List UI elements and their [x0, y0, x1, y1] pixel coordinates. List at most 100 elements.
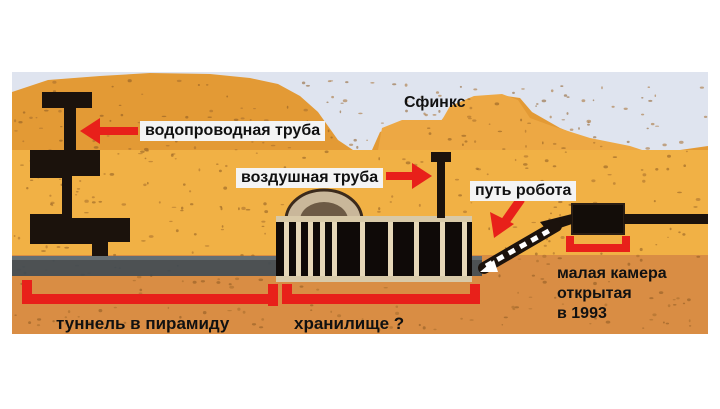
speckle	[58, 109, 62, 113]
speckle	[405, 161, 411, 165]
speckle	[561, 119, 566, 121]
speckle	[552, 252, 555, 255]
speckle	[418, 323, 421, 327]
speckle	[696, 255, 701, 258]
storage-column	[332, 222, 337, 276]
speckle	[35, 117, 38, 119]
speckle	[234, 149, 238, 151]
speckle	[642, 173, 647, 177]
speckle	[225, 164, 228, 168]
speckle	[607, 174, 612, 176]
speckle	[543, 244, 547, 247]
speckle	[566, 96, 570, 98]
speckle	[498, 274, 501, 278]
speckle	[653, 200, 656, 203]
speckle	[358, 112, 363, 115]
speckle	[264, 210, 269, 214]
speckle	[123, 321, 127, 324]
speckle	[667, 304, 671, 308]
speckle	[524, 129, 527, 133]
speckle	[424, 113, 428, 117]
speckle	[237, 307, 241, 311]
speckle	[180, 209, 184, 212]
speckle	[658, 291, 664, 294]
speckle	[558, 200, 563, 204]
speckle	[501, 324, 504, 326]
speckle	[377, 328, 381, 332]
speckle	[91, 201, 96, 204]
speckle	[84, 212, 89, 214]
speckle	[395, 305, 399, 308]
water-pipe-label: водопроводная труба	[140, 121, 326, 141]
speckle	[428, 132, 432, 135]
speckle	[52, 320, 55, 323]
speckle	[589, 323, 592, 325]
speckle	[418, 203, 421, 207]
speckle	[552, 142, 557, 145]
speckle	[472, 119, 477, 122]
speckle	[523, 155, 529, 158]
speckle	[337, 314, 342, 318]
speckle	[378, 207, 381, 211]
speckle	[605, 320, 611, 324]
storage-label: хранилище ?	[294, 314, 405, 333]
speckle	[148, 160, 153, 163]
speckle	[540, 278, 545, 280]
speckle	[512, 226, 518, 229]
speckle	[238, 207, 240, 211]
speckle	[51, 204, 54, 207]
speckle	[405, 109, 408, 113]
speckle	[87, 321, 92, 323]
speckle	[220, 228, 224, 231]
speckle	[176, 79, 182, 83]
speckle	[207, 116, 212, 118]
speckle	[636, 254, 640, 258]
speckle	[395, 311, 400, 315]
speckle	[93, 146, 99, 149]
speckle	[303, 108, 308, 112]
speckle	[136, 275, 142, 279]
speckle	[235, 277, 240, 281]
storage-column	[320, 222, 325, 276]
speckle	[552, 165, 557, 168]
speckle	[181, 280, 184, 283]
speckle	[422, 326, 426, 330]
speckle	[678, 231, 681, 234]
speckle	[420, 96, 423, 98]
speckle	[682, 302, 686, 305]
speckle	[205, 84, 209, 86]
speckle	[253, 108, 256, 110]
speckle	[200, 324, 203, 328]
speckle	[461, 143, 464, 146]
speckle	[561, 303, 565, 305]
speckle	[130, 325, 134, 328]
speckle	[270, 144, 276, 147]
tunnel-label: туннель в пирамиду	[56, 314, 230, 333]
speckle	[649, 297, 654, 300]
speckle	[458, 194, 462, 197]
speckle	[103, 173, 106, 175]
speckle	[494, 102, 500, 106]
speckle	[14, 130, 18, 132]
speckle	[75, 191, 79, 193]
speckle	[679, 140, 684, 144]
speckle	[167, 306, 170, 310]
speckle	[98, 309, 103, 313]
speckle	[245, 208, 251, 211]
speckle	[581, 99, 586, 103]
speckle	[217, 278, 220, 281]
speckle	[646, 127, 649, 130]
speckle	[531, 221, 536, 224]
speckle	[531, 274, 536, 277]
speckle	[641, 113, 645, 116]
speckle	[703, 115, 708, 118]
speckle	[560, 236, 565, 239]
air-pipe-label: воздушная труба	[236, 168, 384, 188]
speckle	[60, 126, 63, 128]
speckle	[120, 113, 124, 117]
speckle	[377, 210, 381, 213]
speckle	[578, 127, 580, 130]
speckle	[310, 309, 313, 312]
speckle	[645, 147, 650, 150]
